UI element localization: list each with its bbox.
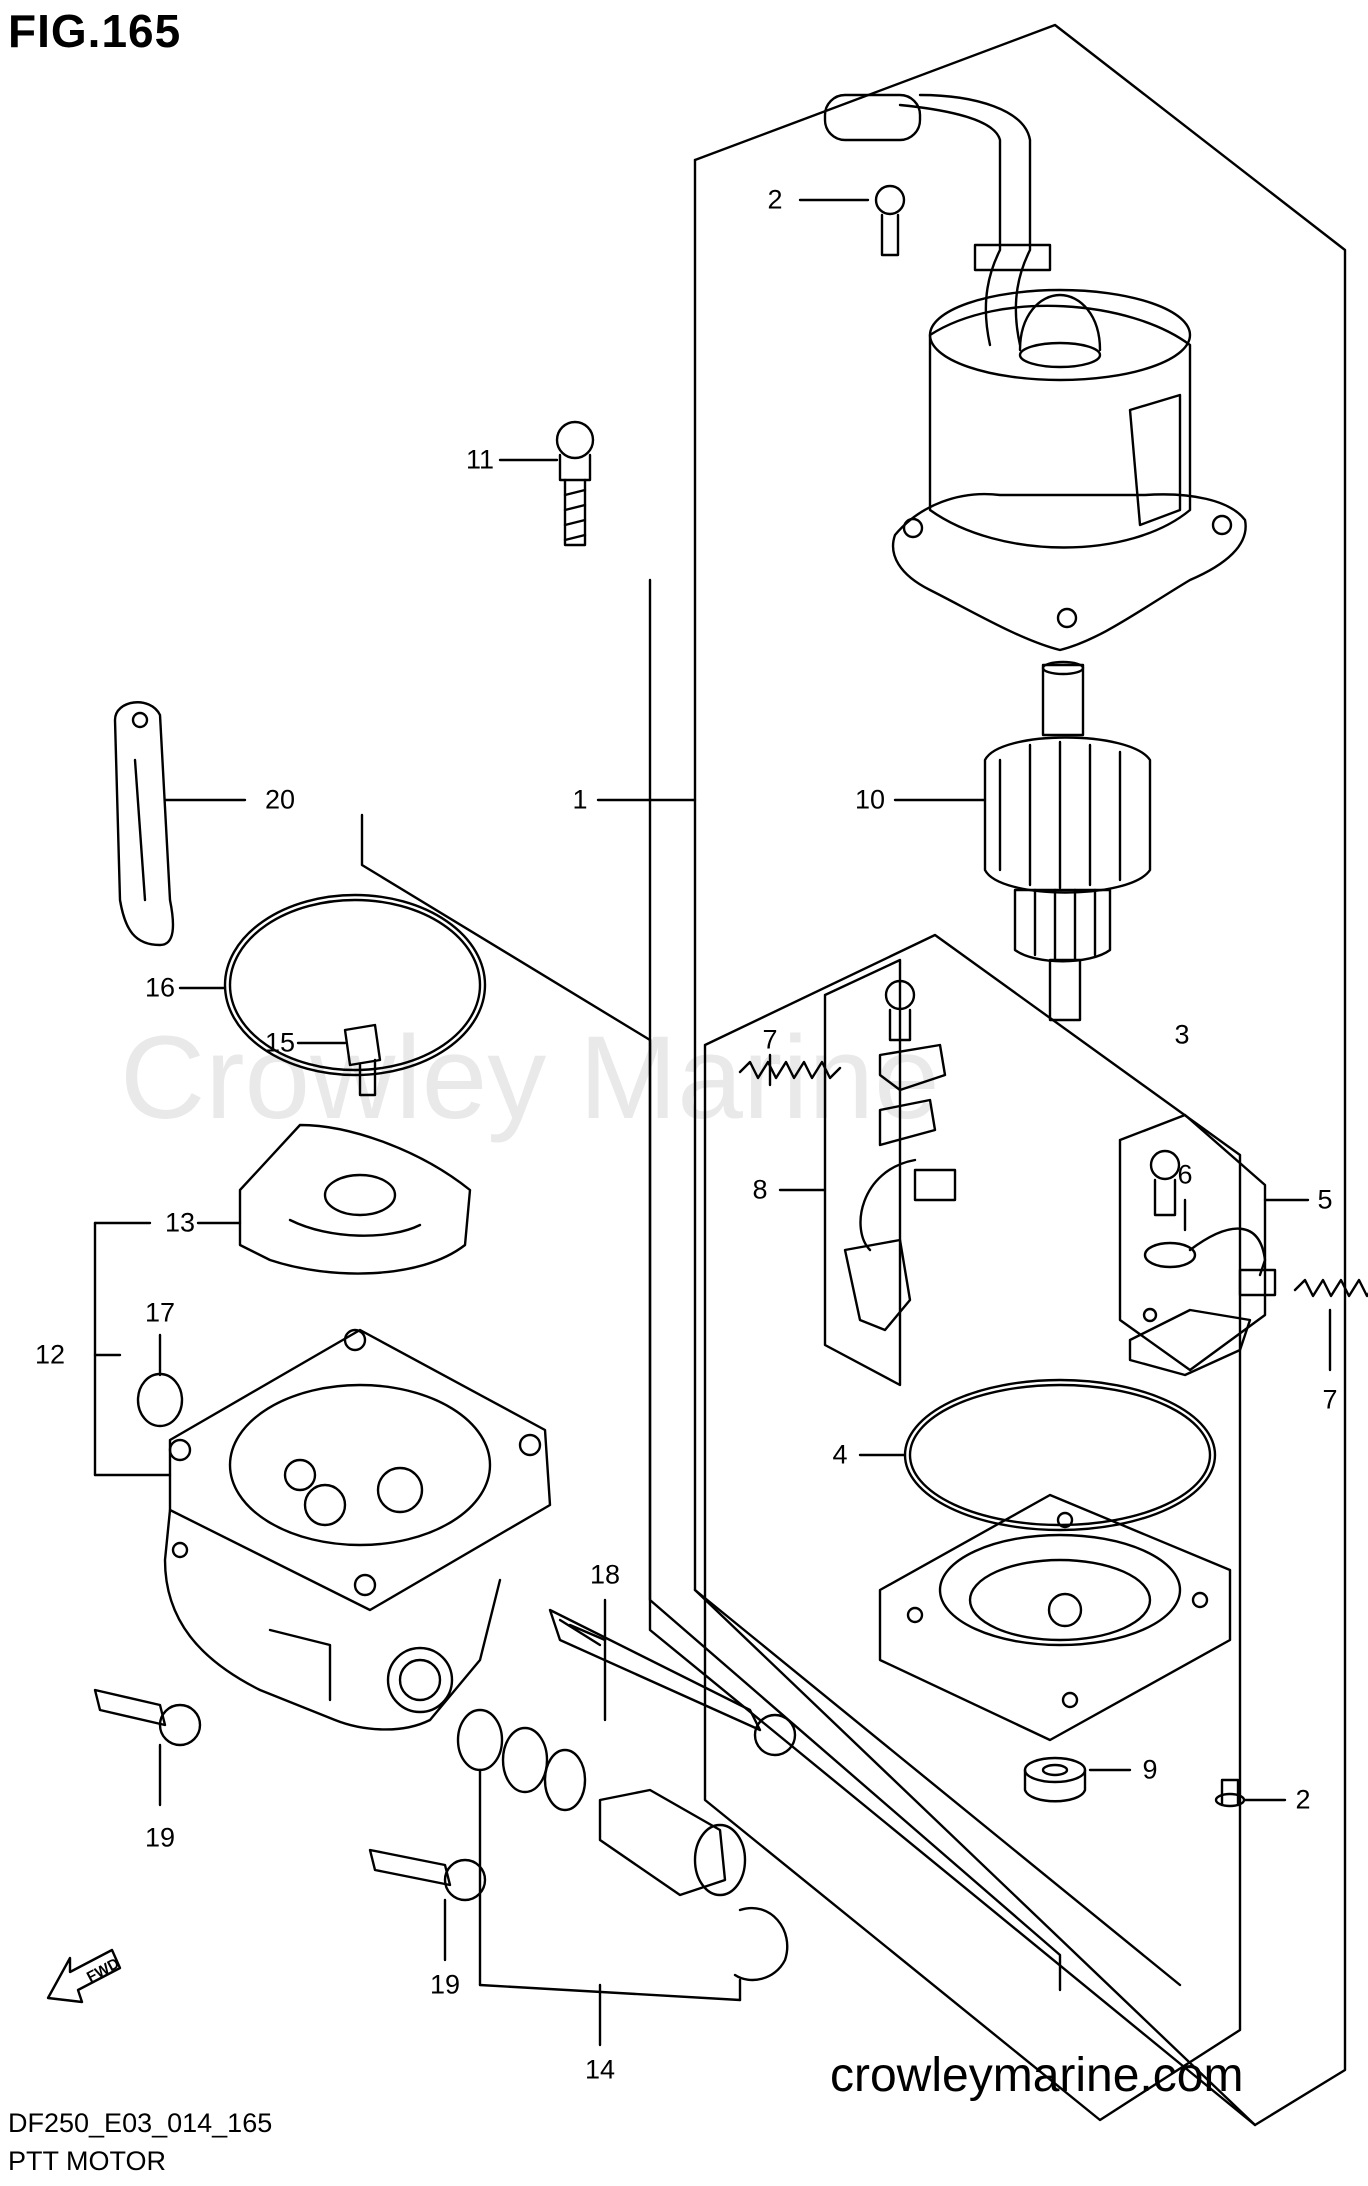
callout-13: 13 [164, 1207, 196, 1238]
assembly-5-outline [1120, 1115, 1265, 1370]
assembly-8-outline [825, 960, 900, 1385]
seal-9 [1025, 1758, 1085, 1801]
armature [985, 662, 1150, 1020]
callout-12: 12 [34, 1339, 66, 1370]
callout-19-top: 19 [144, 1822, 176, 1853]
website-label: crowleymarine.com [830, 2049, 1244, 2102]
plate-13 [240, 1125, 470, 1274]
callout-15: 15 [264, 1027, 296, 1058]
callout-2-bottom: 2 [1295, 1784, 1311, 1815]
brush-holder-8 [845, 981, 955, 1330]
callout-7-right: 7 [1322, 1384, 1338, 1415]
o-ring-17 [138, 1374, 182, 1426]
callout-16: 16 [144, 972, 176, 1003]
callout-7-left: 7 [762, 1024, 778, 1055]
strap-20 [115, 702, 173, 945]
assembly-12-outline [362, 815, 1060, 1990]
callout-2-top: 2 [767, 184, 783, 215]
pump-body [165, 1330, 550, 1729]
callout-20: 20 [264, 784, 296, 815]
spring-7-right [1295, 1280, 1368, 1296]
bolt-19-bottom [370, 1850, 485, 1900]
callout-10: 10 [854, 784, 886, 815]
callout-17: 17 [144, 1297, 176, 1328]
callout-4: 4 [832, 1439, 848, 1470]
valve-group-14 [458, 1710, 787, 1980]
shaft-18 [550, 1610, 795, 1755]
callout-5: 5 [1317, 1184, 1333, 1215]
callout-9: 9 [1142, 1754, 1158, 1785]
bolt-19-top [95, 1690, 200, 1745]
callout-6: 6 [1177, 1159, 1193, 1190]
callout-8: 8 [752, 1174, 768, 1205]
o-ring-4 [905, 1380, 1215, 1530]
figure-label: FIG.165 [8, 5, 182, 57]
bolt-11 [557, 422, 593, 545]
leader-lines [95, 200, 1330, 2045]
diagram-title: PTT MOTOR [8, 2146, 167, 2176]
callout-1: 1 [572, 784, 588, 815]
watermark: Crowley Marine [120, 1012, 940, 1144]
fwd-arrow [48, 1950, 120, 2002]
assembly-1-outline [650, 25, 1345, 2125]
spring-7-left [740, 1062, 840, 1078]
callout-11: 11 [465, 444, 495, 475]
callout-18: 18 [589, 1559, 621, 1590]
brush-holder-5 [1130, 1151, 1275, 1375]
clip-15 [345, 1025, 380, 1095]
o-ring-16 [225, 895, 485, 1075]
callout-3: 3 [1174, 1019, 1190, 1050]
diagram-code: DF250_E03_014_165 [8, 2108, 273, 2138]
motor-housing [825, 95, 1246, 650]
callout-19-bottom: 19 [429, 1969, 461, 2000]
callout-14: 14 [584, 2054, 616, 2085]
assembly-3-outline [705, 935, 1240, 2120]
screw-2-top [876, 186, 904, 255]
motor-base-plate [880, 1495, 1230, 1740]
